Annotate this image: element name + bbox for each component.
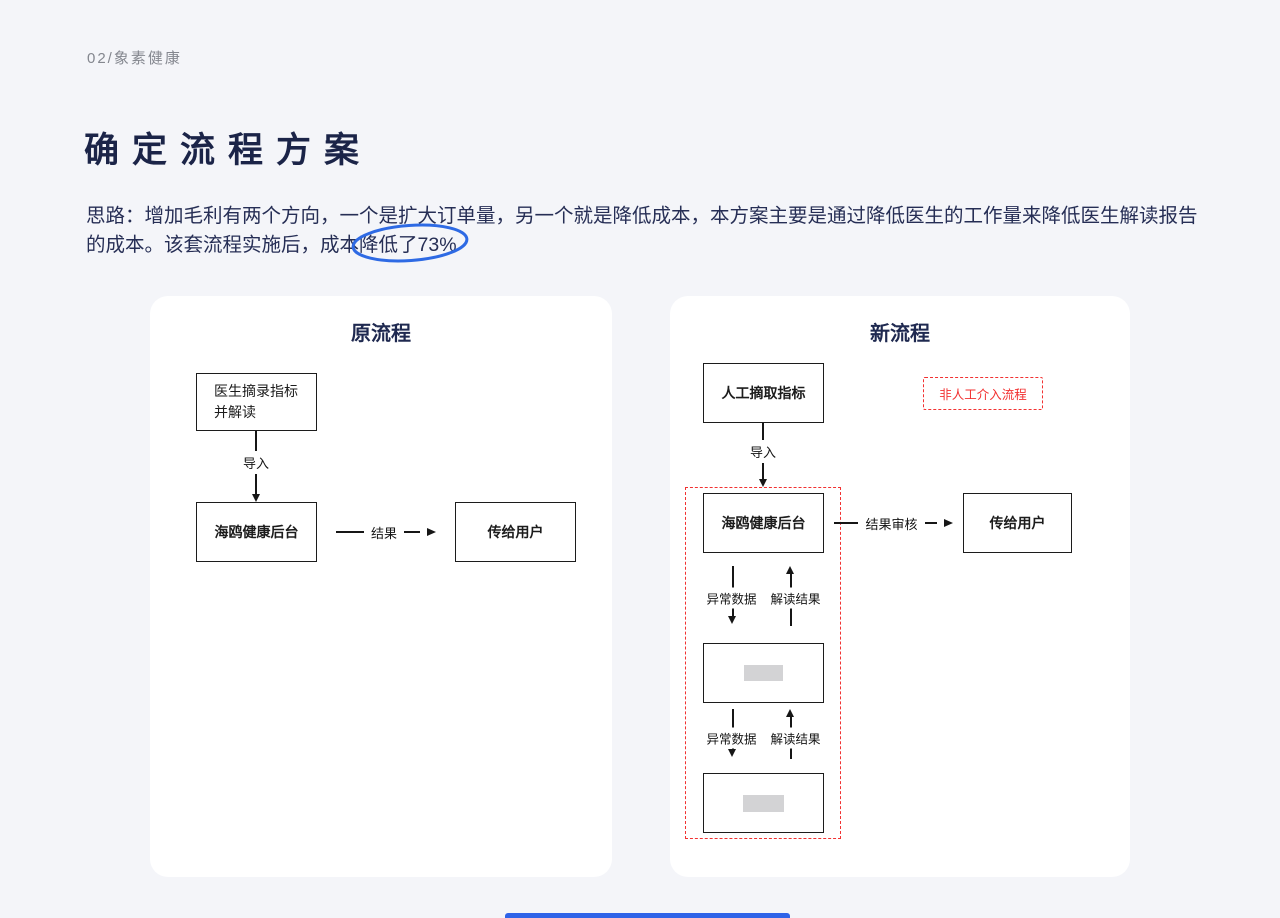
redaction-block bbox=[743, 794, 784, 812]
new-flow-card: 新流程 人工摘取指标 非人工介入流程 导入 海鸥健康后台 结果审核 传给用户 异… bbox=[670, 296, 1130, 877]
intro-line-2-prefix: 的成本。该套流程实施后，成本 bbox=[86, 234, 360, 256]
node-doctor-extract: 医生摘录指标 并解读 bbox=[196, 373, 317, 431]
arrowhead-down-icon bbox=[728, 616, 736, 624]
arrowhead-up-icon bbox=[786, 709, 794, 717]
node-doctor-line2: 并解读 bbox=[214, 404, 256, 420]
node-deliver-user-new: 传给用户 bbox=[963, 493, 1072, 553]
connector-line bbox=[762, 462, 764, 479]
arrowhead-right-icon bbox=[943, 519, 953, 527]
automation-zone-outline bbox=[685, 487, 841, 839]
node-manual-extract: 人工摘取指标 bbox=[703, 363, 824, 423]
edge-label-import: 导入 bbox=[242, 456, 269, 471]
edge-label-review: 结果审核 bbox=[865, 516, 918, 532]
edge-label-abnormal-data: 异常数据 bbox=[705, 727, 758, 749]
arrowhead-down-icon bbox=[252, 494, 260, 502]
node-redacted-1 bbox=[703, 643, 824, 703]
node-seagull-backend-new: 海鸥健康后台 bbox=[703, 493, 824, 553]
non-manual-process-badge: 非人工介入流程 bbox=[923, 377, 1043, 410]
redaction-block bbox=[744, 665, 783, 681]
new-flow-title: 新流程 bbox=[870, 323, 930, 345]
node-seagull-backend-old: 海鸥健康后台 bbox=[196, 502, 317, 562]
connector-import-new: 导入 bbox=[733, 423, 793, 487]
edge-label-interpret-result: 解读结果 bbox=[769, 587, 822, 609]
section-label: 02/象素健康 bbox=[87, 50, 182, 67]
connector-loop-2: 异常数据 解读结果 bbox=[703, 703, 824, 773]
node-deliver-user-old: 传给用户 bbox=[455, 502, 576, 562]
bottom-accent-bar bbox=[505, 913, 790, 918]
connector-line bbox=[924, 522, 937, 524]
connector-import-old: 导入 bbox=[226, 431, 286, 502]
connector-line bbox=[762, 423, 764, 440]
connector-result-review: 结果审核 bbox=[824, 493, 963, 553]
highlight-text: 降低了73% bbox=[359, 234, 457, 256]
arrowhead-right-icon bbox=[427, 528, 436, 536]
arrowhead-up-icon bbox=[786, 566, 794, 574]
arrowhead-down-icon bbox=[759, 479, 767, 487]
highlighted-stat: 降低了73% bbox=[351, 223, 469, 263]
arrowhead-down-icon bbox=[728, 749, 736, 757]
edge-label-result: 结果 bbox=[370, 525, 397, 541]
connector-line bbox=[255, 431, 257, 451]
connector-line bbox=[335, 531, 364, 533]
intro-paragraph: 思路：增加毛利有两个方向，一个是扩大订单量，另一个就是降低成本，本方案主要是通过… bbox=[86, 202, 1216, 263]
node-redacted-2 bbox=[703, 773, 824, 833]
edge-label-interpret-result: 解读结果 bbox=[769, 727, 822, 749]
edge-label-import: 导入 bbox=[749, 444, 776, 460]
connector-line bbox=[834, 522, 859, 524]
old-flow-card: 原流程 医生摘录指标 并解读 导入 海鸥健康后台 结果 传给用户 bbox=[150, 296, 612, 877]
edge-label-abnormal-data: 异常数据 bbox=[705, 587, 758, 609]
intro-line-1: 思路：增加毛利有两个方向，一个是扩大订单量，另一个就是降低成本，本方案主要是通过… bbox=[86, 205, 1198, 227]
connector-result-old: 结果 bbox=[317, 502, 455, 562]
connector-line bbox=[255, 474, 257, 494]
connector-line bbox=[404, 531, 420, 533]
page-title: 确定流程方案 bbox=[84, 131, 373, 170]
node-doctor-line1: 医生摘录指标 bbox=[214, 383, 298, 399]
old-flow-title: 原流程 bbox=[351, 323, 411, 345]
connector-loop-1: 异常数据 解读结果 bbox=[703, 553, 824, 643]
